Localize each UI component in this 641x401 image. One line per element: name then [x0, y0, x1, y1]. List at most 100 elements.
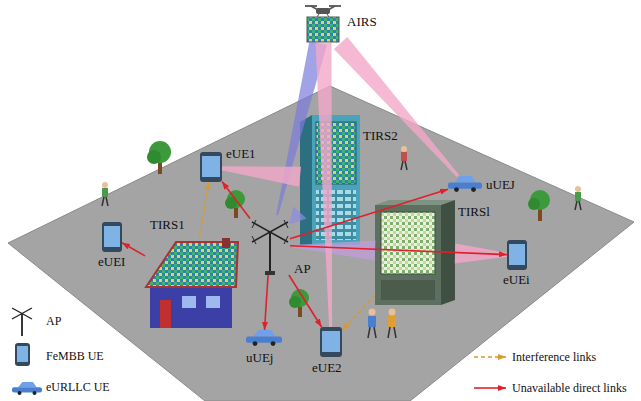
direct-link-arrow: [289, 275, 322, 327]
legend-label: Unavailable direct links: [512, 381, 627, 395]
node-label: uUEJ: [486, 177, 515, 192]
signal-beam: [290, 240, 376, 260]
irs-house: [146, 238, 238, 328]
pedestrian: [102, 197, 104, 206]
legend-car-sample: [18, 391, 22, 395]
direct-link-arrow: [290, 189, 448, 238]
node-label: eUEi: [503, 272, 530, 287]
user-equipment-node: eUE1: [200, 152, 222, 182]
aerial-irs-node: AIRS: [303, 3, 343, 43]
access-point-antenna: [284, 236, 288, 244]
pedestrian: [374, 327, 376, 338]
car-icon: [271, 341, 276, 346]
pedestrian: [579, 201, 581, 210]
legend-phone-sample: [15, 343, 30, 366]
tree: [147, 141, 171, 174]
irs-house: [146, 242, 238, 287]
pedestrian: [102, 182, 108, 188]
legend-phone-sample: [17, 346, 28, 362]
node-label: TIRS1: [150, 217, 185, 232]
tree: [147, 150, 161, 164]
terrestrial-irs-building: [375, 205, 441, 305]
aerial-irs-drone: [305, 6, 341, 42]
legend-label: AP: [46, 314, 61, 328]
node-label: TIRSl: [458, 204, 490, 219]
access-point-node: AP: [250, 215, 290, 275]
phone-icon: [320, 327, 342, 357]
car-icon: [246, 330, 282, 346]
phone-icon: [320, 327, 342, 357]
pedestrian: [368, 309, 376, 339]
interference-link: [342, 295, 375, 330]
pedestrian: [405, 161, 407, 170]
aerial-irs-drone: [307, 17, 339, 42]
legend-direct-link-sample: [474, 388, 506, 389]
car-icon: [246, 336, 282, 342]
car-icon: [454, 187, 459, 192]
pedestrian: [368, 316, 376, 327]
legend-antenna-sample: [12, 308, 32, 336]
signal-beam: [222, 166, 301, 186]
node-label: eUE2: [312, 360, 342, 375]
pedestrian: [394, 327, 396, 338]
pedestrian: [401, 152, 407, 161]
vehicle-node: uUEj: [246, 330, 282, 346]
legend-phone-sample: [15, 343, 30, 366]
legend-label: Interference links: [512, 350, 596, 364]
legend-interference-sample: [474, 357, 506, 358]
tree: [225, 190, 245, 218]
terrestrial-irs-building: [312, 115, 360, 245]
car-icon: [455, 176, 476, 182]
car-icon: [448, 182, 482, 188]
legend-car-sample: [12, 387, 42, 392]
car-icon: [471, 187, 476, 192]
legend-antenna-sample: [12, 308, 32, 319]
pedestrian: [102, 188, 108, 197]
terrestrial-irs-building: [381, 280, 435, 300]
phone-icon: [507, 240, 527, 270]
pedestrian: [388, 309, 396, 339]
terrestrial-irs-building: [316, 190, 356, 240]
access-point-antenna: [269, 232, 271, 274]
irs-house: [222, 238, 230, 248]
pedestrian: [389, 309, 396, 316]
node-label: uUEj: [246, 350, 273, 365]
legend-direct-link-sample: [474, 387, 506, 389]
direct-link-arrow: [290, 246, 507, 255]
access-point-antenna: [252, 222, 288, 242]
irs-house: [150, 284, 232, 328]
terrestrial-irs-building: [300, 115, 312, 245]
access-point-antenna: [252, 236, 256, 244]
phone-icon: [104, 226, 120, 247]
pedestrian: [575, 192, 581, 201]
irs-house: [182, 296, 196, 308]
node-label: eUEI: [98, 254, 125, 269]
phone-icon: [102, 222, 122, 252]
legend-car-sample: [12, 382, 42, 395]
user-equipment-node: eUEi: [507, 240, 527, 270]
terrestrial-irs-building: [381, 212, 435, 274]
terrestrial-irs-building: [375, 200, 455, 205]
tree: [528, 198, 540, 210]
tree: [289, 296, 301, 308]
access-point-antenna: [252, 220, 256, 228]
irs-house: [206, 296, 220, 308]
phone-icon: [202, 156, 220, 177]
direct-link-arrow: [222, 182, 250, 219]
pedestrian: [369, 309, 376, 316]
legend-label: eURLLC UE: [46, 380, 110, 394]
node-label: eUE1: [226, 146, 256, 161]
terrestrial-irs-node: TIRS1: [145, 238, 240, 328]
phone-icon: [200, 152, 222, 182]
aerial-irs-drone: [316, 8, 330, 14]
vehicle-node: uUEJ: [448, 176, 482, 192]
legend-entry: Interference links: [512, 350, 596, 365]
pedestrian: [401, 161, 403, 170]
pedestrian: [401, 146, 407, 152]
legend-entry: Unavailable direct links: [512, 381, 627, 396]
access-point-antenna: [284, 220, 288, 228]
signal-beam: [316, 43, 333, 327]
access-point-antenna: [252, 220, 288, 275]
